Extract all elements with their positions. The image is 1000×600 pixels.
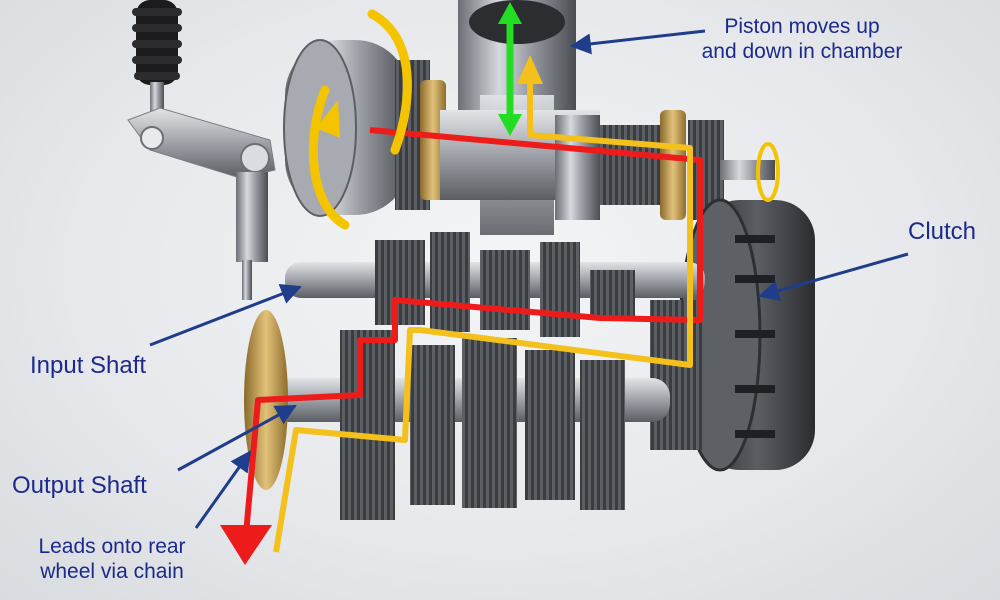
leader-lines xyxy=(149,29,909,529)
piston-label-line1: Piston moves up xyxy=(724,15,880,38)
input-shaft-label: Input Shaft xyxy=(30,352,147,379)
output-shaft-icon xyxy=(244,310,670,520)
clutch-icon xyxy=(650,198,815,472)
shaft-rotation-arrow-icon xyxy=(756,142,780,202)
clutch-label: Clutch xyxy=(908,218,977,245)
rear-wheel-label: Leads onto rear wheel via chain xyxy=(12,534,212,584)
piston-label-line2: and down in chamber xyxy=(701,40,903,64)
power-path-yellow xyxy=(273,55,693,553)
piston-motion-arrow-icon xyxy=(498,2,522,136)
shift-lever-icon xyxy=(127,0,276,300)
flywheel-icon xyxy=(283,39,446,217)
output-shaft-label: Output Shaft xyxy=(12,472,147,499)
piston-label: Piston moves up and down in chamber xyxy=(662,14,942,64)
rear-wheel-label-line2: wheel via chain xyxy=(40,560,184,584)
power-path-red xyxy=(220,127,703,565)
input-shaft-icon xyxy=(285,232,705,337)
crankshaft-icon xyxy=(440,110,775,220)
flywheel-rotation-arrow-icon xyxy=(308,9,412,230)
rear-wheel-label-line1: Leads onto rear xyxy=(38,535,186,558)
